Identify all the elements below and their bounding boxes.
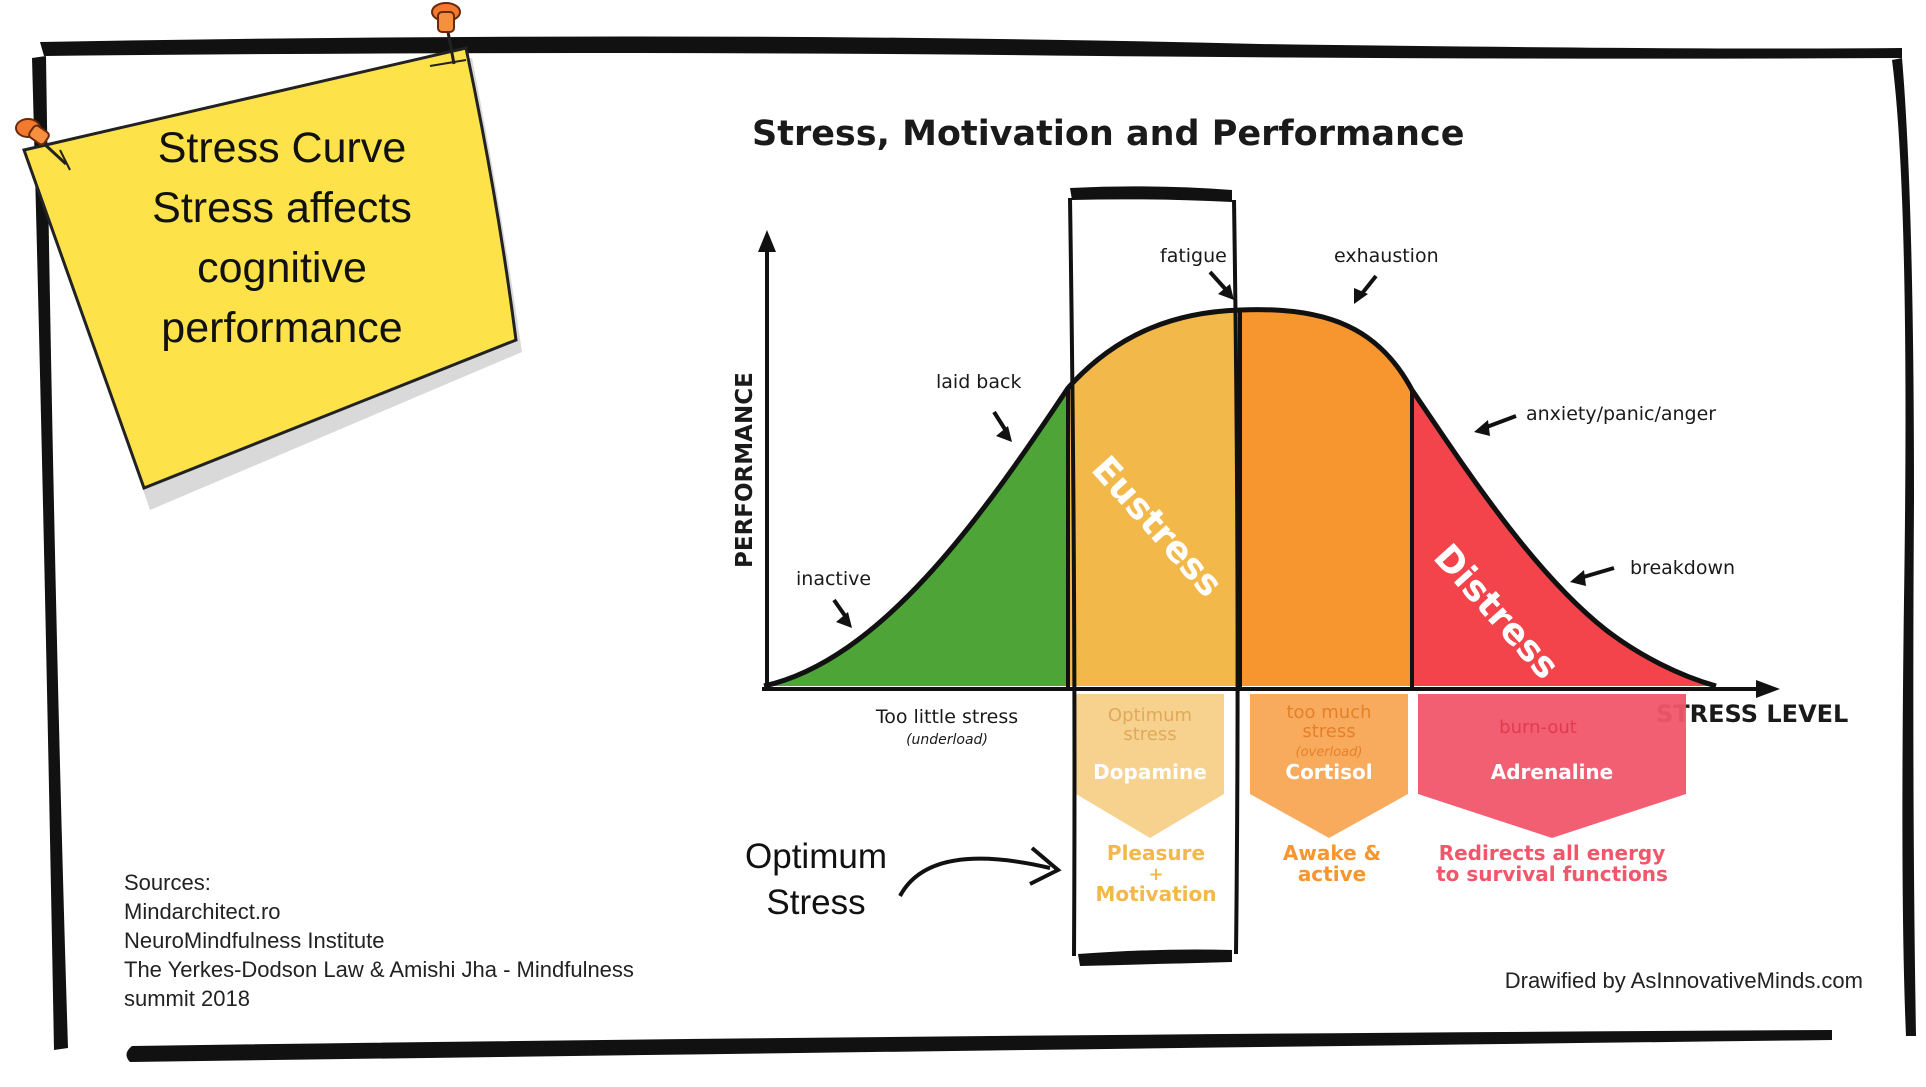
sticky-note: Stress Curve Stress affects cognitive pe…	[15, 2, 522, 510]
frame-top-stroke	[40, 36, 1902, 59]
highlight-box-right	[1232, 200, 1240, 954]
zone-too-much-fill	[1240, 309, 1412, 686]
sticky-note-paper	[22, 46, 518, 490]
too-much-stress-label-2: stress	[1302, 721, 1355, 742]
pleasure-label: Pleasure	[1107, 841, 1205, 865]
redirects-label-1: Redirects all energy	[1439, 841, 1666, 865]
burnout-label: burn-out	[1499, 717, 1577, 738]
sources-line-1: Sources:	[124, 870, 211, 895]
y-axis-arrowhead	[758, 230, 776, 252]
sources-line-5: summit 2018	[124, 986, 250, 1011]
arrow-inactive-icon	[832, 598, 852, 628]
credit-text: Drawified by AsInnovativeMinds.com	[1505, 968, 1863, 993]
optimum-callout: Optimum Stress	[745, 837, 1062, 922]
label-breakdown: breakdown	[1630, 557, 1735, 579]
optimum-shield	[1076, 694, 1224, 838]
frame-left-stroke	[32, 56, 68, 1050]
label-anxiety: anxiety/panic/anger	[1526, 403, 1716, 425]
sources-line-4: The Yerkes-Dodson Law & Amishi Jha - Min…	[124, 957, 634, 982]
zone-info: Too little stress (underload) Optimum st…	[875, 694, 1686, 906]
note-title-line-3: cognitive	[197, 244, 367, 292]
callout-line-2: Stress	[766, 883, 865, 922]
awake-label-1: Awake &	[1283, 841, 1381, 865]
label-laid-back: laid back	[936, 371, 1021, 393]
curved-arrow-icon	[898, 846, 1062, 897]
awake-label-2: active	[1298, 862, 1366, 886]
note-title-line-2: Stress affects	[152, 184, 412, 232]
highlight-box-left	[1068, 198, 1077, 956]
sources-line-3: NeuroMindfulness Institute	[124, 928, 384, 953]
frame-right-stroke	[1892, 58, 1916, 1036]
redirects-label-2: to survival functions	[1436, 862, 1668, 886]
performance-curve-line	[763, 307, 1717, 689]
adrenaline-label: Adrenaline	[1491, 760, 1613, 784]
pushpin-icon	[429, 2, 467, 67]
note-title-line-1: Stress Curve	[158, 124, 407, 172]
too-much-stress-label-1: too much	[1286, 702, 1371, 723]
sources-block: Sources: Mindarchitect.ro NeuroMindfulne…	[124, 870, 634, 1011]
frame-bottom-stroke	[126, 1030, 1832, 1062]
underload-label: (underload)	[906, 732, 988, 748]
label-exhaustion: exhaustion	[1334, 245, 1439, 267]
arrow-fatigue-icon	[1208, 270, 1234, 300]
y-axis-label: PERFORMANCE	[732, 372, 758, 568]
optimum-stress-label-1: Optimum	[1108, 705, 1192, 726]
zone-eustress-fill	[1068, 310, 1240, 686]
too-little-stress-label: Too little stress	[875, 706, 1018, 728]
zone-distress-fill	[1412, 390, 1716, 686]
highlight-box-bottom	[1078, 949, 1232, 966]
arrow-breakdown-icon	[1570, 566, 1615, 586]
label-fatigue: fatigue	[1160, 245, 1227, 267]
note-title-line-4: performance	[161, 304, 402, 352]
pushpin-icon	[15, 118, 71, 171]
zone-too-little-fill	[764, 388, 1068, 686]
dopamine-label: Dopamine	[1093, 760, 1207, 784]
overload-label: (overload)	[1296, 745, 1363, 760]
sources-line-2: Mindarchitect.ro	[124, 899, 281, 924]
sketch-frame	[32, 36, 1916, 1062]
callout-line-1: Optimum	[745, 837, 887, 876]
arrow-exhaustion-icon	[1354, 274, 1378, 304]
plus-label: +	[1148, 864, 1163, 885]
label-inactive: inactive	[796, 568, 871, 590]
axes: PERFORMANCE STRESS LEVEL	[732, 230, 1848, 728]
chart-title: Stress, Motivation and Performance	[752, 114, 1464, 154]
x-axis-label: STRESS LEVEL	[1656, 700, 1848, 728]
too-much-shield	[1250, 694, 1408, 838]
x-axis-arrowhead	[1756, 680, 1780, 698]
cortisol-label: Cortisol	[1285, 760, 1372, 784]
optimum-stress-label-2: stress	[1123, 724, 1176, 745]
stress-curve	[763, 307, 1717, 690]
highlight-box-top	[1070, 186, 1232, 202]
optimum-highlight-box	[1068, 186, 1240, 966]
arrow-laid-back-icon	[992, 410, 1012, 442]
motivation-label: Motivation	[1096, 882, 1217, 906]
burnout-shield	[1418, 694, 1686, 838]
arrow-anxiety-icon	[1474, 414, 1517, 436]
